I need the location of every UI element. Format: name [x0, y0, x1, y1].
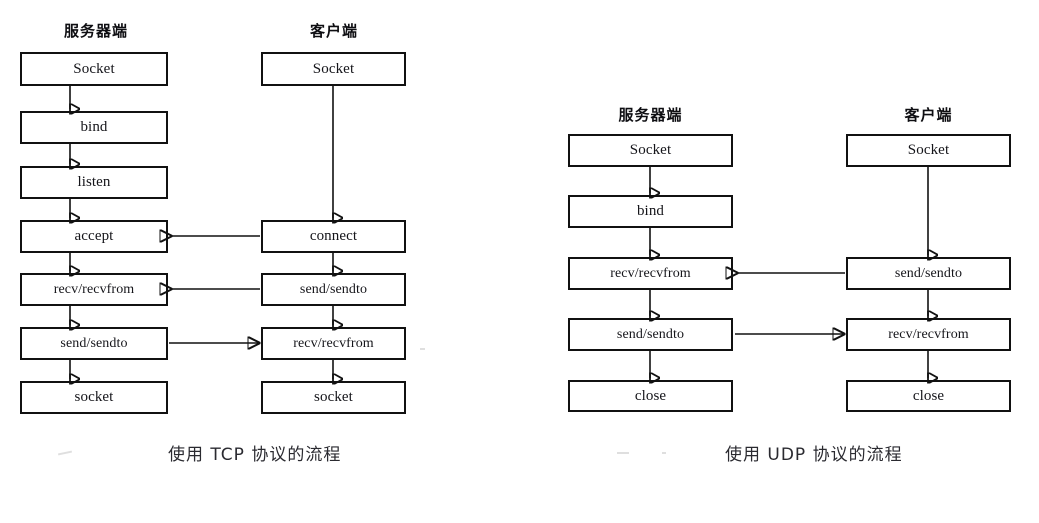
tcp-server-node-accept[interactable]: accept: [20, 220, 168, 253]
node-label: recv/recvfrom: [53, 281, 135, 297]
node-label: Socket: [629, 142, 672, 158]
scan-speck: [420, 348, 425, 350]
udp-client-node-send[interactable]: send/sendto: [846, 257, 1011, 290]
node-label: Socket: [907, 142, 950, 158]
node-label: recv/recvfrom: [293, 335, 374, 351]
tcp-client-node-socket-close[interactable]: socket: [261, 381, 406, 414]
tcp-server-node-bind[interactable]: bind: [20, 111, 168, 144]
udp-server-node-bind[interactable]: bind: [568, 195, 733, 228]
scan-speck: [662, 452, 666, 454]
tcp-client-node-connect[interactable]: connect: [261, 220, 406, 253]
node-label: Socket: [312, 60, 355, 77]
udp-client-column-title: 客户端: [904, 106, 953, 124]
udp-client-node-socket[interactable]: Socket: [846, 134, 1011, 167]
tcp-figure-caption: 使用 TCP 协议的流程: [168, 445, 342, 465]
node-label: bind: [636, 203, 665, 219]
udp-server-node-recv[interactable]: recv/recvfrom: [568, 257, 733, 290]
scan-speck: [617, 452, 629, 454]
tcp-client-node-recv[interactable]: recv/recvfrom: [261, 327, 406, 360]
tcp-client-column-title: 客户端: [309, 22, 358, 40]
tcp-server-node-socket-close[interactable]: socket: [20, 381, 168, 414]
node-label: send/sendto: [894, 265, 963, 281]
tcp-server-node-socket[interactable]: Socket: [20, 52, 168, 86]
udp-cross-arrows: [735, 273, 845, 334]
tcp-client-node-send[interactable]: send/sendto: [261, 273, 406, 306]
tcp-server-node-recv[interactable]: recv/recvfrom: [20, 273, 168, 306]
node-label: send/sendto: [60, 335, 128, 351]
node-label: send/sendto: [299, 281, 368, 297]
udp-server-node-close[interactable]: close: [568, 380, 733, 412]
node-label: send/sendto: [616, 326, 685, 342]
udp-server-node-socket[interactable]: Socket: [568, 134, 733, 167]
node-label: Socket: [73, 60, 115, 77]
udp-client-node-close[interactable]: close: [846, 380, 1011, 412]
tcp-client-node-socket[interactable]: Socket: [261, 52, 406, 86]
node-label: bind: [80, 119, 108, 135]
tcp-server-column-title: 服务器端: [63, 22, 128, 40]
node-label: connect: [309, 228, 358, 244]
node-label: listen: [77, 174, 111, 190]
scan-speck: [57, 450, 73, 456]
node-label: close: [912, 387, 945, 404]
udp-server-column-title: 服务器端: [618, 106, 683, 124]
node-label: close: [634, 387, 667, 404]
tcp-server-node-listen[interactable]: listen: [20, 166, 168, 199]
node-label: recv/recvfrom: [888, 326, 969, 342]
tcp-server-node-send[interactable]: send/sendto: [20, 327, 168, 360]
tcp-cross-arrows: [169, 236, 260, 343]
node-label: accept: [74, 228, 114, 244]
node-label: recv/recvfrom: [610, 265, 691, 281]
udp-server-node-send[interactable]: send/sendto: [568, 318, 733, 351]
udp-figure-caption: 使用 UDP 协议的流程: [725, 445, 903, 465]
udp-client-node-recv[interactable]: recv/recvfrom: [846, 318, 1011, 351]
node-label: socket: [314, 389, 353, 405]
node-label: socket: [74, 389, 114, 405]
